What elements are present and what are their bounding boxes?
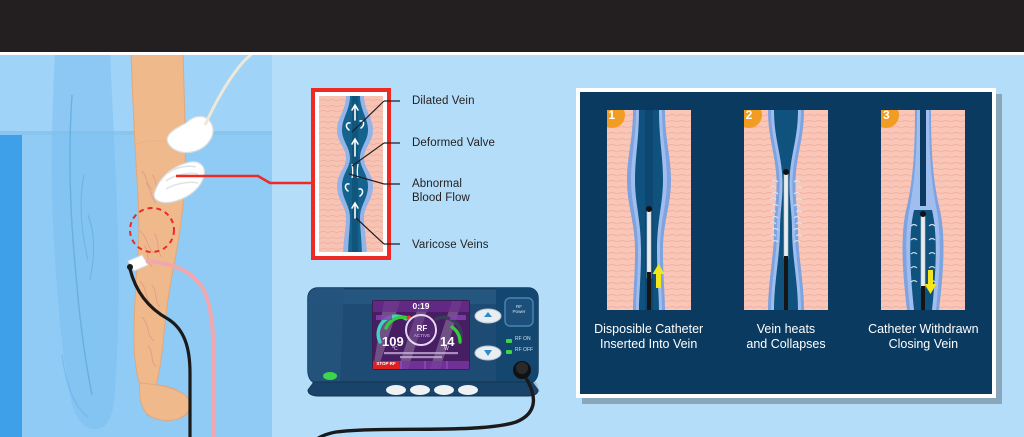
far-leg-vein-lower bbox=[61, 354, 89, 418]
arrow-up-icon bbox=[484, 312, 492, 317]
step-3-badge: 3 bbox=[881, 110, 900, 128]
catheter-tip bbox=[782, 169, 789, 175]
step-2-badge: 2 bbox=[743, 110, 762, 128]
rf-power-label: RF Power bbox=[512, 304, 526, 315]
step-1-caption: Disposible Catheter Inserted Into Vein bbox=[594, 322, 704, 351]
label-abnormal-blood-flow: Abnormal Blood Flow bbox=[412, 178, 470, 204]
console-button-2 bbox=[410, 385, 430, 395]
step-3-illustration: 3 bbox=[881, 110, 966, 310]
step-3-caption: Catheter Withdrawn Closing Vein bbox=[868, 322, 979, 351]
stop-rf-button bbox=[373, 361, 399, 369]
procedure-step-3: 3 bbox=[863, 110, 983, 352]
rf-off-led bbox=[506, 350, 512, 354]
procedure-panel: 1 bbox=[576, 88, 996, 398]
power-gauge-label bbox=[450, 315, 466, 320]
far-leg-vein-branch bbox=[80, 174, 94, 281]
console-button-3 bbox=[434, 385, 454, 395]
direction-arrow-up bbox=[652, 264, 665, 288]
console-button-4 bbox=[458, 385, 478, 395]
procedure-steps: 1 bbox=[580, 92, 992, 394]
arrow-down-icon bbox=[484, 350, 492, 356]
far-leg-vein bbox=[69, 94, 93, 396]
top-bar-seam bbox=[0, 52, 1024, 55]
procedure-step-1: 1 bbox=[589, 110, 709, 352]
vein-closed-segment bbox=[920, 110, 927, 206]
vein-cross-section bbox=[319, 96, 383, 252]
step-2-illustration: 2 bbox=[743, 110, 828, 310]
procedure-step-2: 2 bbox=[726, 110, 846, 352]
power-gauge bbox=[450, 325, 462, 344]
screen-message-line2 bbox=[400, 356, 442, 359]
rf-power-button bbox=[504, 297, 534, 327]
probe-cable bbox=[203, 55, 254, 126]
temperature-gauge-label bbox=[376, 315, 392, 320]
console-left-panel bbox=[308, 288, 344, 384]
screen-message-line1 bbox=[384, 352, 458, 355]
rf-on-label: RF ON bbox=[515, 336, 531, 342]
catheter-shaft bbox=[783, 171, 789, 259]
leg-illustration bbox=[51, 55, 254, 437]
console-svg bbox=[307, 287, 540, 437]
console-cable bbox=[316, 377, 536, 437]
rf-generator-console[interactable]: 0:19 109 °C 14 W RF ACTIVE STOP RF RF Po… bbox=[300, 286, 545, 437]
patient-leg-scene bbox=[0, 55, 272, 437]
catheter-sheath bbox=[646, 272, 651, 310]
catheter-cable-black bbox=[128, 268, 192, 437]
label-varicose-veins: Varicose Veins bbox=[412, 239, 489, 251]
catheter-tube-pink bbox=[145, 259, 216, 437]
catheter-sheath bbox=[783, 256, 788, 310]
direction-arrow-down bbox=[924, 270, 937, 294]
rf-off-label: RF OFF bbox=[515, 347, 534, 353]
top-letterbox-bar bbox=[0, 0, 1024, 52]
varicose-vein-inset-panel bbox=[311, 88, 391, 260]
far-leg-silhouette bbox=[51, 55, 119, 430]
catheter-shaft bbox=[921, 213, 926, 289]
foot bbox=[139, 382, 191, 421]
rf-on-led bbox=[506, 339, 512, 343]
heat-waves bbox=[769, 179, 803, 243]
vein-diagram-svg bbox=[319, 96, 383, 252]
step-2-caption: Vein heats and Collapses bbox=[746, 322, 826, 351]
catheter-shaft bbox=[646, 207, 651, 279]
step-1-illustration: 1 bbox=[606, 110, 691, 310]
spider-veins bbox=[139, 170, 163, 368]
label-deformed-valve: Deformed Valve bbox=[412, 137, 496, 149]
heat-waves bbox=[910, 223, 936, 283]
console-button-1 bbox=[386, 385, 406, 395]
rf-active-indicator bbox=[405, 314, 437, 346]
power-led bbox=[323, 372, 337, 380]
near-leg-skin bbox=[130, 55, 191, 420]
catheter-entry-site bbox=[127, 254, 149, 272]
treatment-target-circle bbox=[129, 207, 175, 253]
step-1-badge: 1 bbox=[606, 110, 625, 128]
catheter-sheath bbox=[921, 286, 926, 310]
catheter-tip bbox=[920, 211, 927, 217]
label-dilated-vein: Dilated Vein bbox=[412, 95, 475, 107]
catheter-tip bbox=[645, 206, 652, 212]
